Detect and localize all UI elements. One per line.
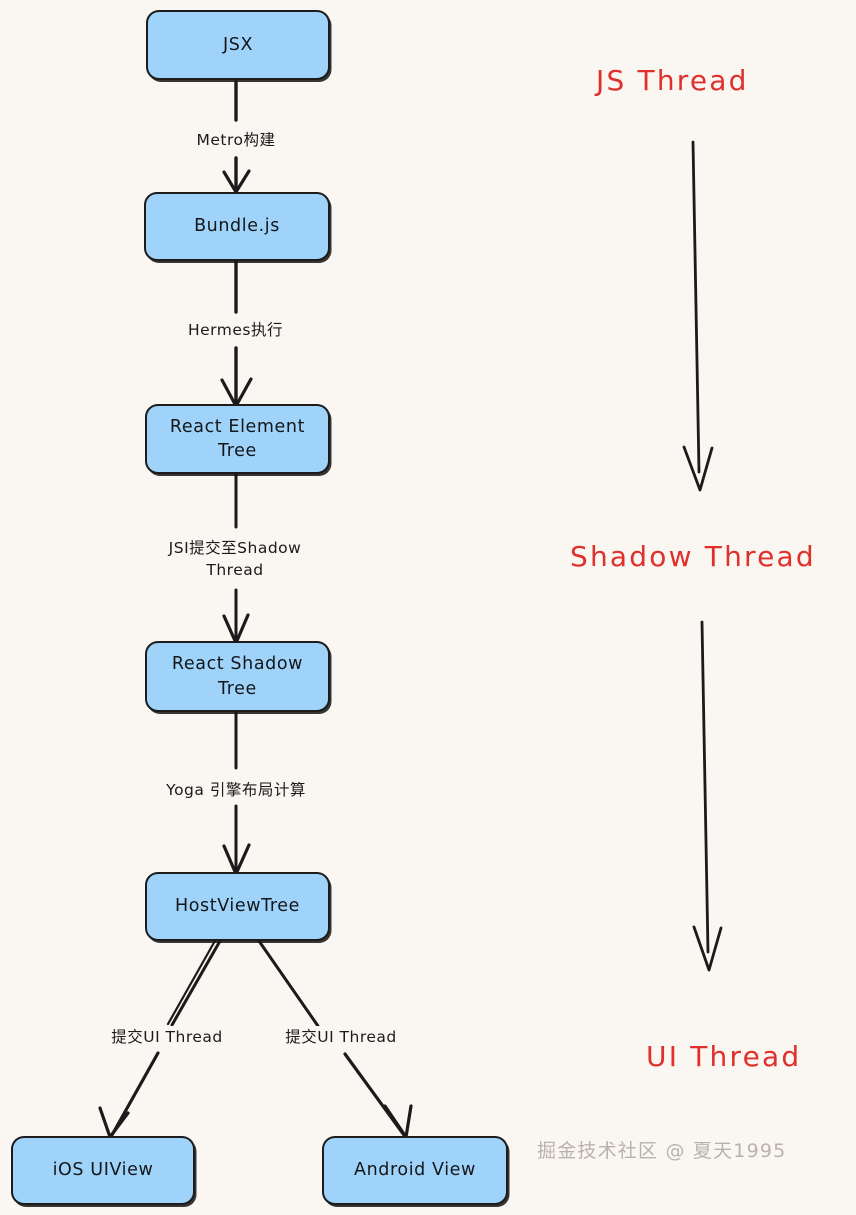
connector-host-ios-upper-b — [166, 937, 218, 1026]
node-android-view-label: Android View — [354, 1160, 476, 1181]
connector-js-to-shadow-thread — [691, 140, 701, 474]
node-ios-uiview[interactable]: iOS UIView — [11, 1136, 195, 1205]
node-android-view[interactable]: Android View — [322, 1136, 508, 1205]
thread-label-ui-thread: UI Thread — [646, 1040, 802, 1073]
node-react-element-tree[interactable]: React Element Tree — [145, 404, 330, 474]
connector-shadow-to-ui-thread — [700, 620, 710, 954]
connector-host-ios-lower — [110, 1051, 160, 1137]
edge-label-yoga-layout: Yoga 引擎布局计算 — [141, 779, 331, 802]
arrowhead-android-view — [383, 1104, 413, 1139]
connector-host-ios-upper — [170, 939, 222, 1027]
node-jsx-label: JSX — [222, 34, 254, 55]
node-jsx[interactable]: JSX — [146, 10, 330, 80]
edge-label-metro-build: Metro构建 — [178, 129, 294, 152]
thread-label-js-thread: JS Thread — [596, 64, 749, 97]
node-bundle-js[interactable]: Bundle.js — [144, 192, 330, 261]
node-bundle-js-label: Bundle.js — [194, 216, 280, 237]
edge-label-hermes-execute: Hermes执行 — [170, 319, 301, 342]
node-react-shadow-tree-label: React Shadow Tree — [171, 654, 304, 699]
node-ios-uiview-label: iOS UIView — [52, 1160, 154, 1181]
connector-host-android-upper — [257, 939, 320, 1028]
edge-label-commit-ui-thread-android: 提交UI Thread — [258, 1026, 424, 1049]
arrowhead-ui-thread — [692, 925, 723, 972]
thread-label-shadow-thread: Shadow Thread — [570, 540, 816, 573]
node-host-view-tree-label: HostViewTree — [174, 896, 301, 917]
edge-label-commit-ui-thread-ios: 提交UI Thread — [84, 1026, 250, 1049]
node-react-element-tree-label: React Element Tree — [169, 416, 306, 461]
node-host-view-tree[interactable]: HostViewTree — [145, 872, 330, 941]
edge-label-jsi-commit-shadow: JSI提交至Shadow Thread — [141, 537, 329, 582]
arrowhead-shadow-thread — [682, 445, 714, 492]
node-react-shadow-tree[interactable]: React Shadow Tree — [145, 641, 330, 712]
watermark-credit: 掘金技术社区 @ 夏天1995 — [537, 1140, 787, 1162]
